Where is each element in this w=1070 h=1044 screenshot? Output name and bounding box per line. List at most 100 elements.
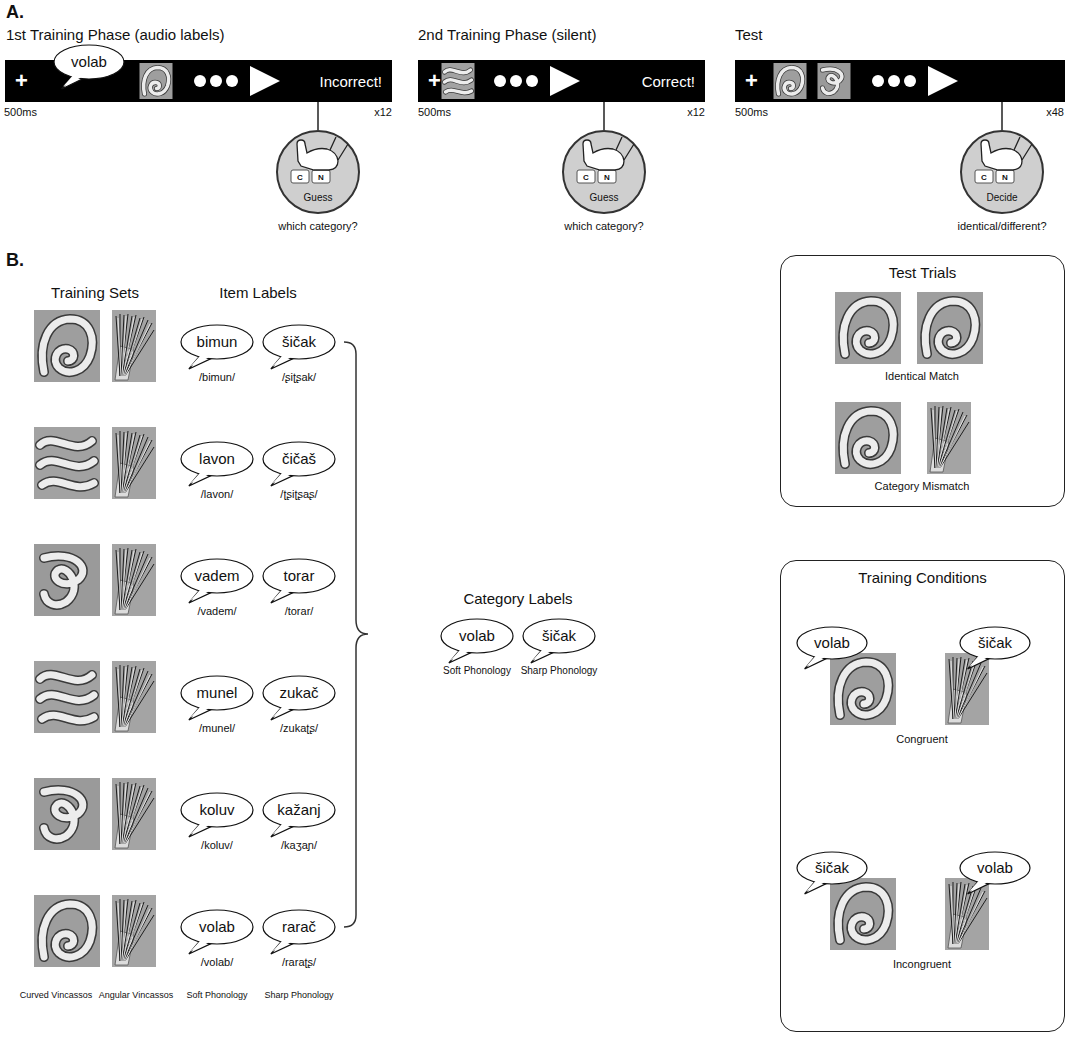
- bubble-body: [523, 619, 595, 653]
- angular-stimulus: [112, 661, 156, 733]
- phonetic-caption: /lavon/: [201, 488, 233, 501]
- bubble-body: [181, 793, 253, 827]
- angular-stimulus: [927, 402, 971, 474]
- curved-stimulus: [835, 292, 901, 364]
- column-heading-holder: Category Labels: [463, 590, 572, 608]
- bubble-tail-join: [190, 354, 209, 366]
- bubble-body: [181, 910, 253, 944]
- bubble-tail-join: [272, 354, 291, 366]
- curved-stimulus: [34, 310, 100, 382]
- repeat-count: x48: [1046, 106, 1064, 119]
- bubble-body: [263, 325, 335, 359]
- condition-caption: Congruent: [896, 733, 947, 746]
- column-caption: Soft Phonology: [186, 990, 247, 1001]
- bubble-body: [263, 559, 335, 593]
- curved-stimulus: [34, 427, 100, 499]
- phase-heading-holder: Test: [735, 26, 763, 44]
- column-caption-holder: Sharp Phonology: [264, 990, 333, 1001]
- curved-stimulus: [835, 402, 901, 474]
- bubble-tail-join: [272, 705, 291, 717]
- duration-label: 500ms: [4, 106, 37, 119]
- repeat-count-holder: x48: [1046, 106, 1064, 119]
- angular-stimulus: [112, 895, 156, 967]
- item-label-bubble: kažanj/kaʒaɲ/: [262, 792, 336, 852]
- label-word: šičak: [978, 626, 1012, 660]
- key-letter: C: [981, 173, 987, 182]
- repeat-count: x12: [374, 106, 392, 119]
- response-prompt: identical/different?: [957, 220, 1046, 233]
- angular-stimulus: [112, 778, 156, 850]
- label-word: volab: [71, 44, 107, 80]
- label-word: volab: [199, 909, 235, 945]
- bubble-tail-join: [272, 822, 291, 834]
- stimulus-thumbnail: [818, 63, 851, 99]
- feedback-text: Incorrect!: [319, 74, 382, 89]
- duration-label-holder: 500ms: [735, 106, 768, 119]
- repeat-count-holder: x12: [374, 106, 392, 119]
- label-word: šičak: [542, 618, 576, 654]
- response-word: Decide: [986, 192, 1017, 214]
- column-heading-holder: Training Sets: [51, 284, 139, 302]
- trial-bar-fill: [735, 60, 1065, 102]
- key-letter-holder: N: [604, 173, 610, 182]
- bubble-tail-join: [969, 880, 988, 892]
- response-word: Guess: [590, 192, 619, 214]
- response-connector: [603, 102, 605, 130]
- wait-dot: [510, 75, 522, 87]
- bubble-body: [263, 793, 335, 827]
- panel-letter-holder: A.: [6, 2, 24, 24]
- key-letter: N: [604, 173, 610, 182]
- key-letter-holder: C: [981, 173, 987, 182]
- stimulus-thumbnail: [442, 63, 475, 99]
- phonetic-caption: /ʈʂiʈʂaʂ/: [280, 488, 317, 501]
- response-circle: Decide identical/different?: [960, 130, 1044, 233]
- item-label-bubble: bimun/bimun/: [180, 324, 254, 384]
- angular-stimulus: [112, 427, 156, 499]
- bubble-tail-join: [190, 939, 209, 951]
- fixation-cross: +: [15, 70, 28, 92]
- phonetic-caption: /volab/: [201, 956, 233, 969]
- trial-caption-holder: Identical Match: [885, 370, 959, 383]
- response-prompt: which category?: [278, 220, 358, 233]
- speech-bubble: volab: [53, 44, 125, 80]
- play-triangle: [250, 66, 280, 96]
- keypress-hand: [975, 137, 1032, 183]
- panel-letter: B.: [6, 250, 24, 272]
- feedback-text: Correct!: [642, 74, 695, 89]
- bubble-tail-join: [806, 655, 825, 667]
- response-circle-fill: [563, 131, 645, 213]
- bubble-tail-join: [190, 705, 209, 717]
- response-connector: [1001, 102, 1003, 130]
- label-word: vadem: [194, 558, 239, 594]
- bubble-tail-join: [969, 655, 988, 667]
- duration-label-holder: 500ms: [418, 106, 451, 119]
- key-letter-holder: C: [297, 173, 303, 182]
- fixation-cross: +: [745, 70, 758, 92]
- key-letter-holder: N: [318, 173, 324, 182]
- bubble-body: [54, 45, 124, 79]
- category-label-bubble: šičakSharp Phonology: [522, 618, 596, 677]
- label-word: volab: [977, 851, 1013, 885]
- response-circle: Guesswhich category?: [562, 130, 646, 233]
- item-label-bubble: munel/munel/: [180, 675, 254, 735]
- label-word: bimun: [197, 324, 238, 360]
- column-caption-holder: Curved Vincassos: [20, 990, 92, 1001]
- bubble-body: [263, 910, 335, 944]
- wait-dot: [904, 75, 916, 87]
- bubble-body: [797, 627, 867, 659]
- item-label-bubble: volab/volab/: [180, 909, 254, 969]
- keypress-hand: [577, 137, 634, 183]
- duration-label: 500ms: [735, 106, 768, 119]
- item-label-bubble: zukač/zukaʈʂ/: [262, 675, 336, 735]
- curly-bracket: [344, 342, 368, 927]
- phonetic-caption: Soft Phonology: [443, 665, 511, 677]
- bubble-tail-join: [532, 648, 551, 660]
- angular-stimulus: [112, 310, 156, 382]
- repeat-count: x12: [687, 106, 705, 119]
- bubble-body: [263, 442, 335, 476]
- bubble-body: [797, 852, 867, 884]
- trial-caption: Identical Match: [885, 370, 959, 383]
- panel-letter-holder: B.: [6, 250, 24, 272]
- curved-stimulus: [34, 544, 100, 616]
